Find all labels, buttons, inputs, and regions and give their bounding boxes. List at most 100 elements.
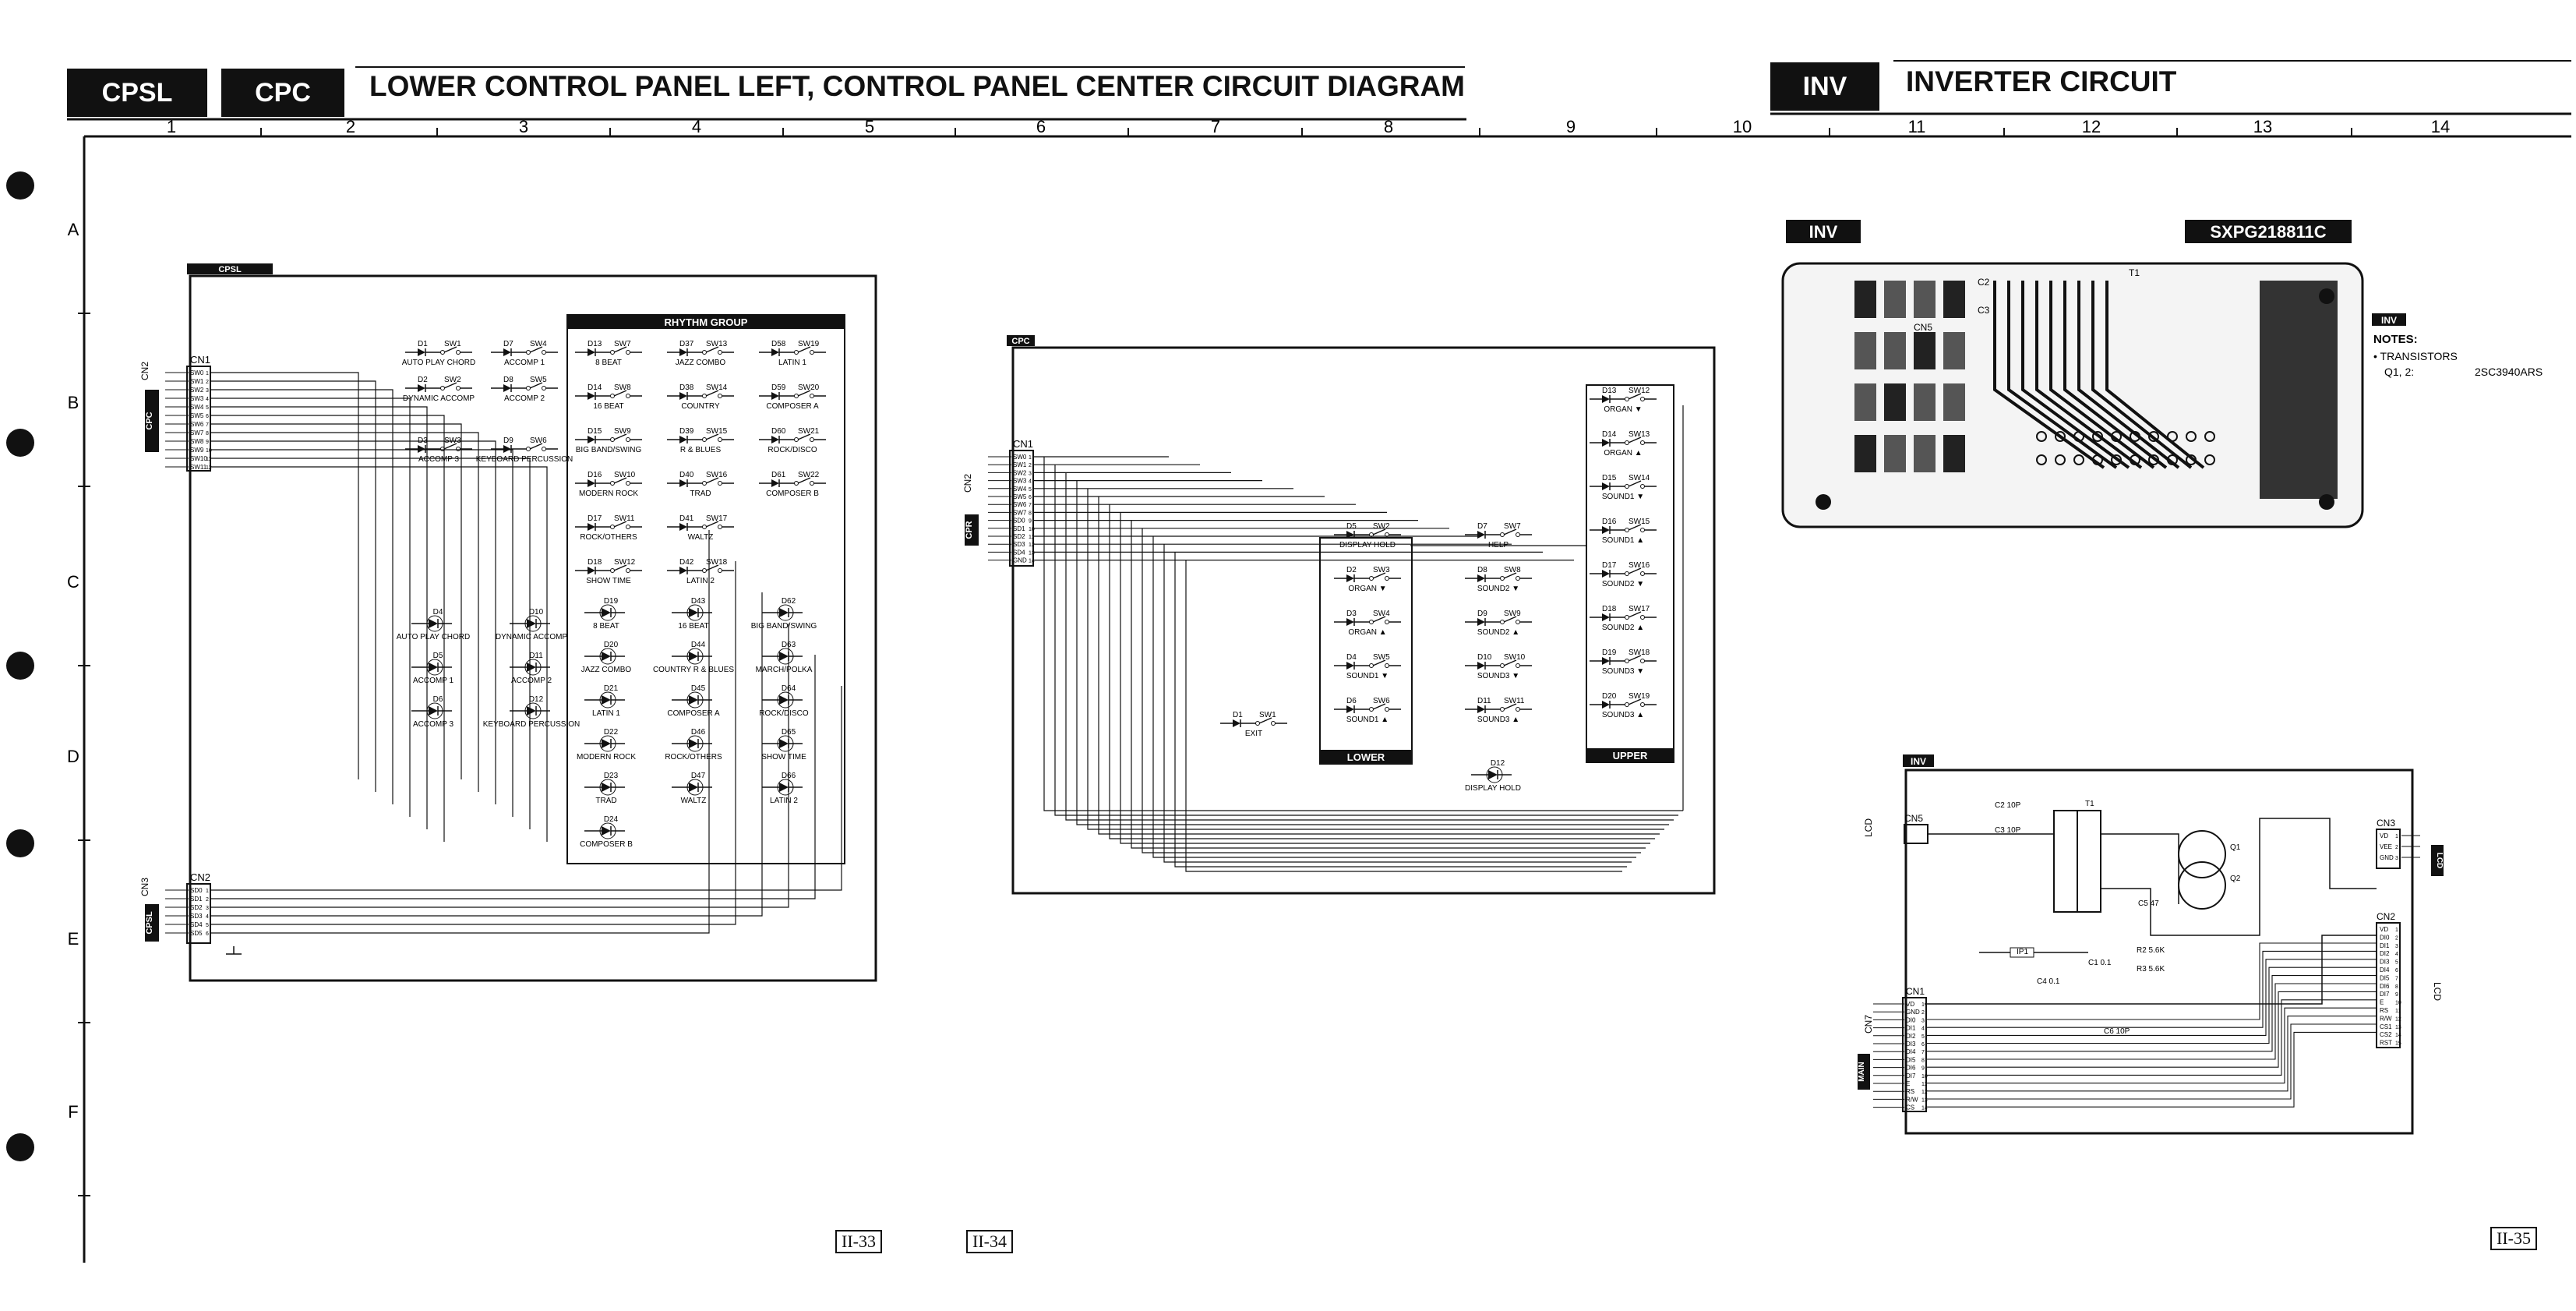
pin-number: 2 — [2395, 845, 2398, 850]
switch-label: ORGAN ▲ — [1348, 628, 1386, 637]
connector-pin: SD1 — [1013, 525, 1025, 532]
switch-contact-icon — [1625, 397, 1629, 401]
led-icon — [689, 783, 698, 792]
switch-label: SOUND2 ▼ — [1602, 580, 1644, 588]
led-icon — [689, 608, 698, 617]
notes-line: • TRANSISTORS — [2373, 350, 2458, 362]
diode-ref: D40 — [679, 471, 694, 479]
grid-column-label: 5 — [865, 117, 874, 136]
pcb-label: C3 — [1978, 305, 1990, 316]
switch-contact-icon — [810, 350, 814, 355]
diode-ref: D1 — [418, 340, 428, 348]
cpsl-side-tag: CPC — [145, 412, 154, 429]
diode-icon — [1602, 526, 1610, 534]
switch-contact-icon — [1640, 484, 1645, 489]
led-ref: D6 — [433, 695, 443, 704]
switch-contact-icon — [526, 350, 531, 355]
pin-number: 5 — [206, 405, 209, 411]
led-ref: D47 — [691, 772, 706, 780]
switch-contact-icon — [456, 386, 461, 390]
connector-pin: SW8 — [190, 438, 204, 445]
pin-number: 2 — [206, 380, 209, 385]
diode-ref: D39 — [679, 427, 694, 436]
diode-icon — [1346, 531, 1354, 539]
pcb-hole — [2186, 454, 2197, 465]
connector-pin: DI1 — [1906, 1025, 1916, 1032]
diode-ref: D9 — [503, 436, 513, 445]
pcb-hole — [2036, 454, 2047, 465]
connector-pin: DI3 — [1906, 1041, 1916, 1048]
connector-pin: R/W — [2380, 1015, 2392, 1022]
pcb-hole — [2130, 454, 2140, 465]
switch-label: COUNTRY — [681, 402, 720, 411]
led-icon — [779, 783, 789, 792]
grid-column-label: 10 — [1733, 117, 1752, 136]
pcb-label: T1 — [2129, 267, 2140, 278]
switch-label: AUTO PLAY CHORD — [402, 359, 475, 367]
switch-label: 16 BEAT — [593, 402, 623, 411]
pin-number: 6 — [2395, 968, 2398, 974]
connector-pin: SW0 — [1013, 454, 1027, 461]
component-label: R3 5.6K — [2137, 965, 2165, 974]
diode-icon — [679, 479, 687, 487]
switch-contact-icon — [542, 447, 546, 451]
switch-label: ROCK/OTHERS — [580, 533, 637, 542]
led-icon — [527, 706, 536, 716]
diode-ref: D15 — [1602, 474, 1617, 482]
switch-contact-icon — [1516, 576, 1520, 581]
pin-number: 2 — [1029, 463, 1032, 468]
connector-pin: SW5 — [1013, 493, 1027, 500]
led-label: LATIN 1 — [592, 709, 620, 718]
diode-icon — [418, 445, 425, 453]
switch-label: SOUND1 ▼ — [1602, 493, 1644, 501]
switch-ref: SW4 — [530, 340, 547, 348]
led-label: AUTO PLAY CHORD — [397, 633, 470, 641]
diode-icon — [1602, 657, 1610, 665]
pcb-hole — [2167, 454, 2178, 465]
connector-pin: SW1 — [190, 378, 204, 385]
grid-column-label: 12 — [2082, 117, 2101, 136]
switch-contact-icon — [1500, 663, 1505, 668]
switch-contact-icon — [1625, 702, 1629, 707]
switch-label: R & BLUES — [680, 446, 722, 454]
led-label: WALTZ — [681, 797, 707, 805]
connector-pin: SW7 — [1013, 509, 1027, 516]
diode-icon — [679, 436, 687, 443]
pcb-hole — [2111, 454, 2122, 465]
switch-contact-icon — [626, 481, 630, 486]
pin-number: 5 — [1029, 487, 1032, 493]
pin-number: 13 — [1029, 550, 1035, 556]
switch-ref: SW19 — [1629, 692, 1650, 701]
pin-number: 11 — [1029, 535, 1034, 540]
switch-contact-icon — [1255, 721, 1260, 726]
pin-number: 3 — [206, 906, 209, 911]
pcb-hole — [2111, 431, 2122, 442]
pin-number: 7 — [1029, 503, 1032, 508]
cpc-board-outline — [1011, 346, 1716, 895]
led-ref: D45 — [691, 684, 706, 693]
switch-contact-icon — [1640, 659, 1645, 663]
pcb-mount-hole — [2319, 288, 2334, 304]
pin-number: 8 — [1921, 1058, 1925, 1063]
connector-pin: DI4 — [2380, 966, 2390, 974]
pcb-hole — [2073, 431, 2084, 442]
diode-ref: D18 — [1602, 605, 1617, 613]
switch-ref: SW9 — [614, 427, 631, 436]
switch-label: WALTZ — [688, 533, 714, 542]
connector-pin: CS2 — [2380, 1031, 2392, 1038]
connector-pin: SW11 — [190, 464, 207, 471]
